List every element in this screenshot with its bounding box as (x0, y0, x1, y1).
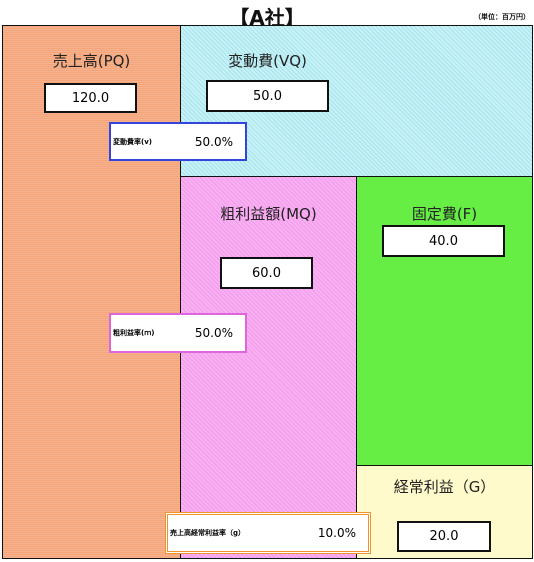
variable-cost-rate-box: 変動費率(v) 50.0% (109, 122, 247, 161)
gross-margin-rate-value: 50.0% (194, 326, 233, 340)
variable-cost-value: 50.0 (206, 80, 329, 112)
fixed-cost-block (356, 176, 533, 466)
gross-margin-value: 60.0 (220, 257, 313, 289)
gross-margin-label: 粗利益額(MQ) (220, 205, 317, 223)
variable-cost-rate-value: 50.0% (194, 134, 233, 149)
gross-margin-block (180, 176, 357, 559)
variable-cost-label: 変動費(VQ) (228, 52, 307, 70)
variable-cost-rate-label: 変動費率(v) (113, 137, 152, 146)
gross-margin-rate-box: 粗利益率(ｍ) 50.0% (109, 313, 247, 353)
ordinary-profit-rate-label: 売上高経常利益率（g） (170, 529, 246, 537)
sales-block (2, 25, 181, 559)
sales-label: 売上高(PQ) (52, 52, 131, 70)
gross-margin-rate-label: 粗利益率(ｍ) (113, 329, 155, 337)
ordinary-profit-rate-box: 売上高経常利益率（g） 10.0% (165, 512, 371, 554)
ordinary-profit-rate-value: 10.0% (317, 526, 356, 540)
fixed-cost-label: 固定費(F) (411, 205, 478, 223)
unit-note: （単位：百万円） (474, 13, 530, 21)
ordinary-profit-value: 20.0 (397, 521, 491, 552)
ordinary-profit-label: 経常利益（G） (393, 478, 496, 496)
sales-value: 120.0 (44, 83, 137, 113)
fixed-cost-value: 40.0 (382, 225, 505, 257)
